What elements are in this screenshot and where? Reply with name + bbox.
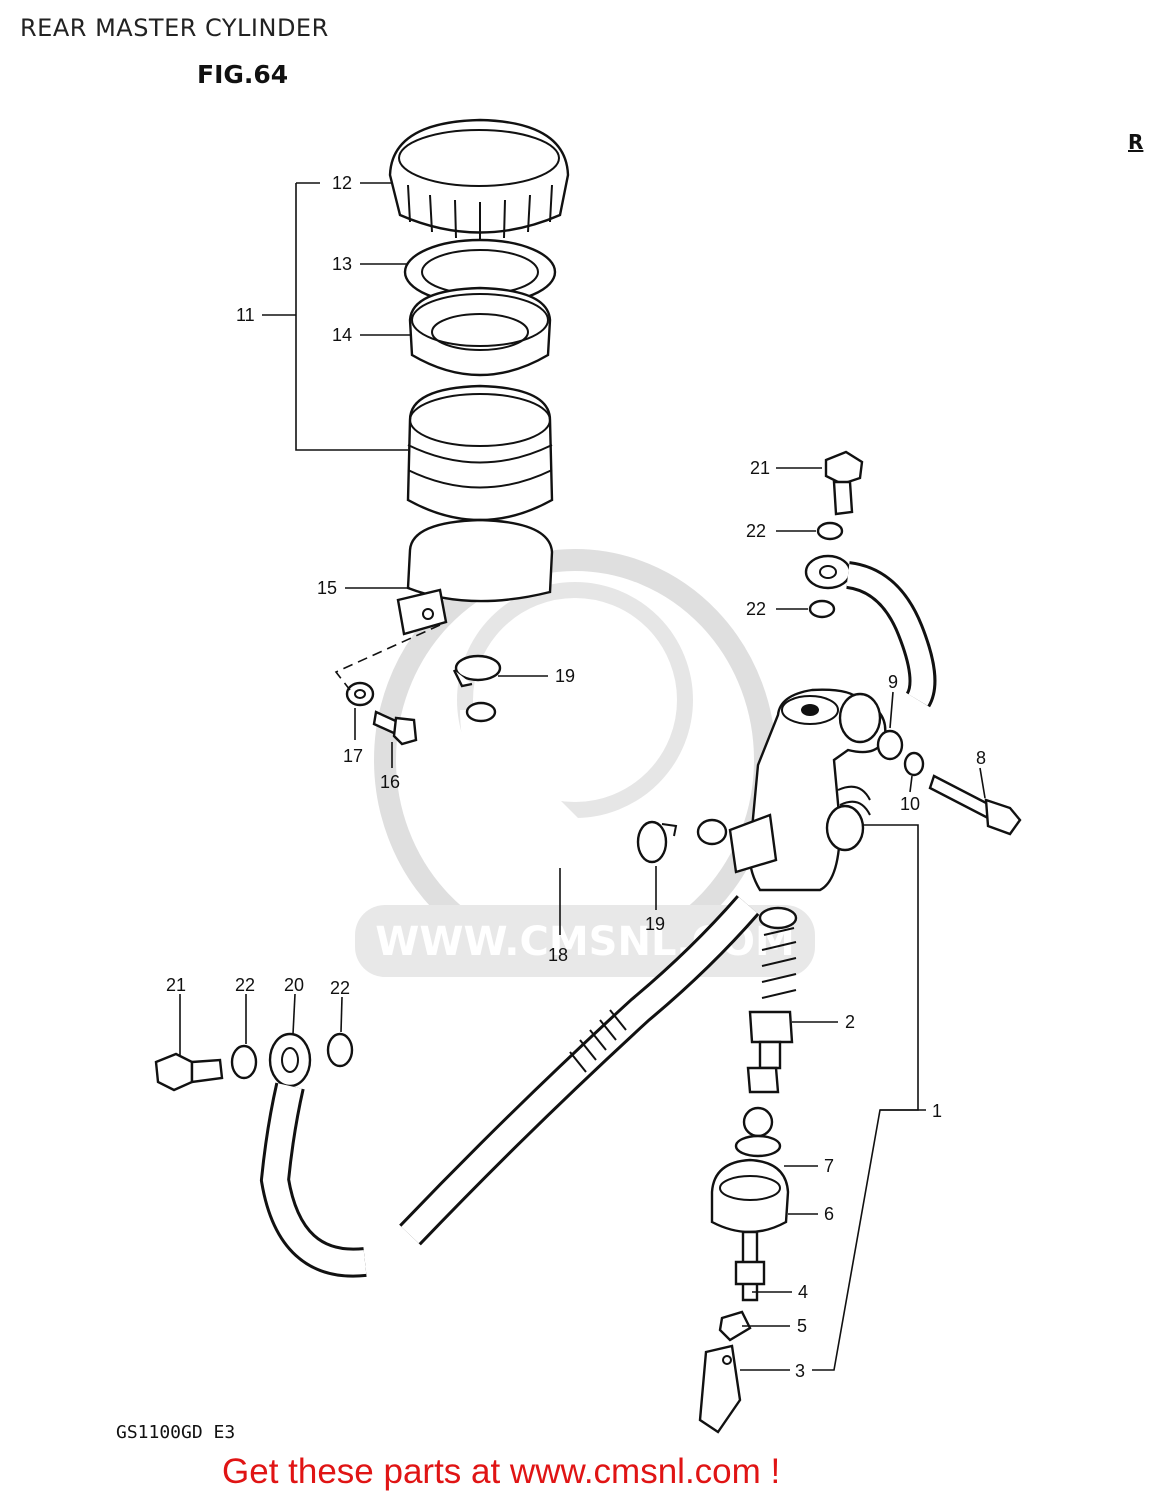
washer-22-upper-a <box>816 521 844 541</box>
callout-label: 14 <box>332 325 352 345</box>
washer-17 <box>345 681 375 707</box>
callout-label: 20 <box>284 975 304 995</box>
callout-label: 9 <box>888 672 898 692</box>
callout-label: 3 <box>795 1361 805 1381</box>
callout-label: 19 <box>555 666 575 686</box>
callout-label: 13 <box>332 254 352 274</box>
diaphragm <box>408 286 552 377</box>
callout-label: 21 <box>750 458 770 478</box>
model-code: GS1100GD E3 <box>116 1422 236 1443</box>
callout-label: 22 <box>746 521 766 541</box>
callout-label: 15 <box>317 578 337 598</box>
washer-22-lower-b <box>326 1032 354 1068</box>
hose-clamp-lower <box>636 820 678 864</box>
callout-label: 19 <box>645 914 665 934</box>
callout-label: 6 <box>824 1204 834 1224</box>
reservoir-body <box>406 384 554 537</box>
callout-label: 12 <box>332 173 352 193</box>
washer-22-upper-b <box>808 599 836 619</box>
callout-label: 8 <box>976 748 986 768</box>
callout-label: 10 <box>900 794 920 814</box>
callout-label: 1 <box>932 1101 942 1121</box>
cta-link[interactable]: Get these parts at www.cmsnl.com ! <box>222 1452 781 1491</box>
washer-22-lower-a <box>230 1044 258 1080</box>
callout-label: 21 <box>166 975 186 995</box>
long-brake-hose <box>399 895 760 1246</box>
page-title: REAR MASTER CYLINDER <box>20 14 329 42</box>
figure-label: FIG.64 <box>197 60 289 89</box>
callout-label: 5 <box>797 1316 807 1336</box>
leader-lines <box>179 182 986 1371</box>
washer-10 <box>903 751 925 777</box>
upper-brake-hose <box>804 554 937 708</box>
callout-label: 22 <box>235 975 255 995</box>
callout-label: 11 <box>236 305 255 325</box>
reservoir-hose <box>460 701 621 870</box>
reservoir-cap <box>388 118 570 240</box>
lower-brake-hose <box>259 1032 367 1278</box>
washer-9 <box>876 729 904 761</box>
callout-label: 18 <box>548 945 568 965</box>
callout-label: 7 <box>824 1156 834 1176</box>
banjo-bolt-lower <box>154 1052 224 1092</box>
callout-label: 22 <box>746 599 766 619</box>
callout-label: 22 <box>330 978 350 998</box>
mounting-bolt-8 <box>928 774 1022 836</box>
callout-label: 17 <box>343 746 363 766</box>
callout-label: 2 <box>845 1012 855 1032</box>
push-rod-assy <box>698 1106 790 1434</box>
callout-label: 16 <box>380 772 400 792</box>
reservoir-band <box>396 518 554 636</box>
hose-clamp-upper <box>452 654 502 688</box>
master-cylinder-body <box>696 688 887 892</box>
banjo-bolt-upper <box>824 450 864 516</box>
spring-piston-assy <box>746 906 798 1094</box>
bolt-16 <box>372 710 418 746</box>
corner-mark: R <box>1128 130 1144 154</box>
callout-label: 4 <box>798 1282 808 1302</box>
